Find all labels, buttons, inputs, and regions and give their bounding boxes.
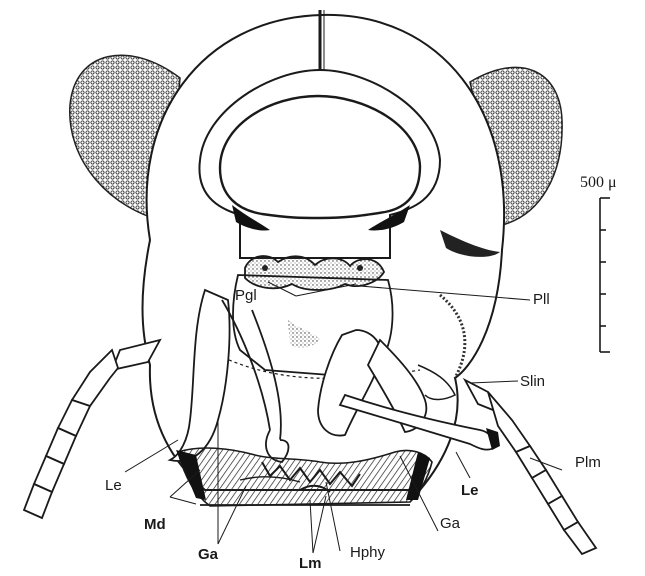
label-le-right: Le bbox=[461, 483, 479, 498]
scale-bar-label: 500 μ bbox=[580, 175, 617, 191]
label-hphy: Hphy bbox=[350, 545, 385, 560]
label-slin: Slin bbox=[520, 374, 545, 389]
left-antenna bbox=[24, 340, 160, 518]
label-ga-right: Ga bbox=[440, 516, 460, 531]
label-pgl: Pgl bbox=[235, 288, 257, 303]
label-ga-left: Ga bbox=[198, 547, 218, 562]
label-le-left: Le bbox=[105, 478, 122, 493]
label-lm: Lm bbox=[299, 556, 322, 571]
scale-bar bbox=[600, 198, 610, 352]
label-pll: Pll bbox=[533, 292, 550, 307]
label-md: Md bbox=[144, 517, 166, 532]
label-plm: Plm bbox=[575, 455, 601, 470]
